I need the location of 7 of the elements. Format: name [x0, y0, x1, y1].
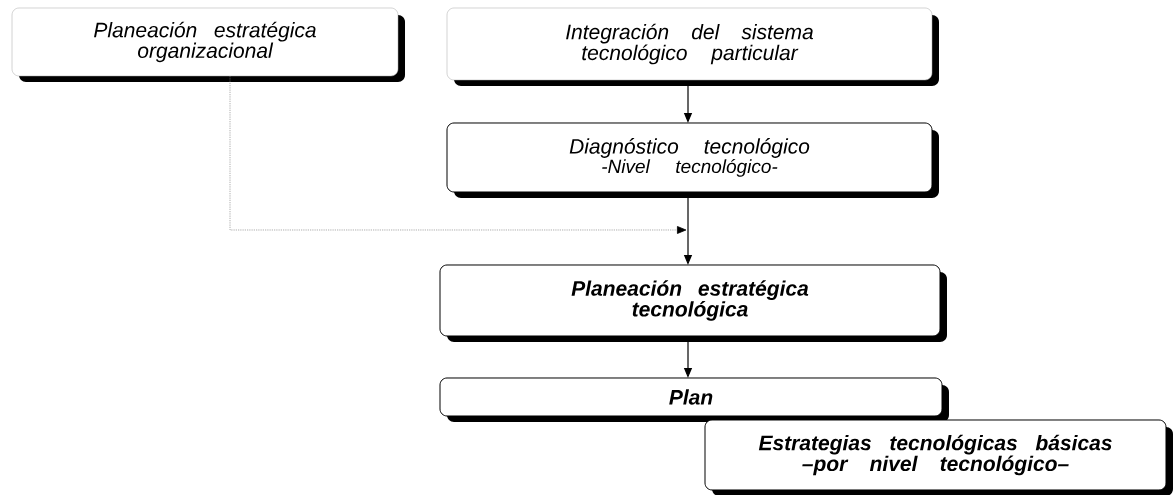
process-box: Planeación estratégica tecnológica — [439, 264, 947, 342]
process-box: Estrategias tecnológicas básicas –por nivel tecnológico– — [704, 419, 1173, 495]
process-box: Plan — [439, 377, 949, 422]
dotted-arrow — [229, 75, 687, 234]
process-box: Diagnóstico tecnológico -Nivel tecnológico- — [446, 122, 939, 198]
process-box: Integración del sistema tecnológico particular — [446, 7, 939, 86]
process-box: Planeación estratégica organizacional — [11, 7, 405, 82]
